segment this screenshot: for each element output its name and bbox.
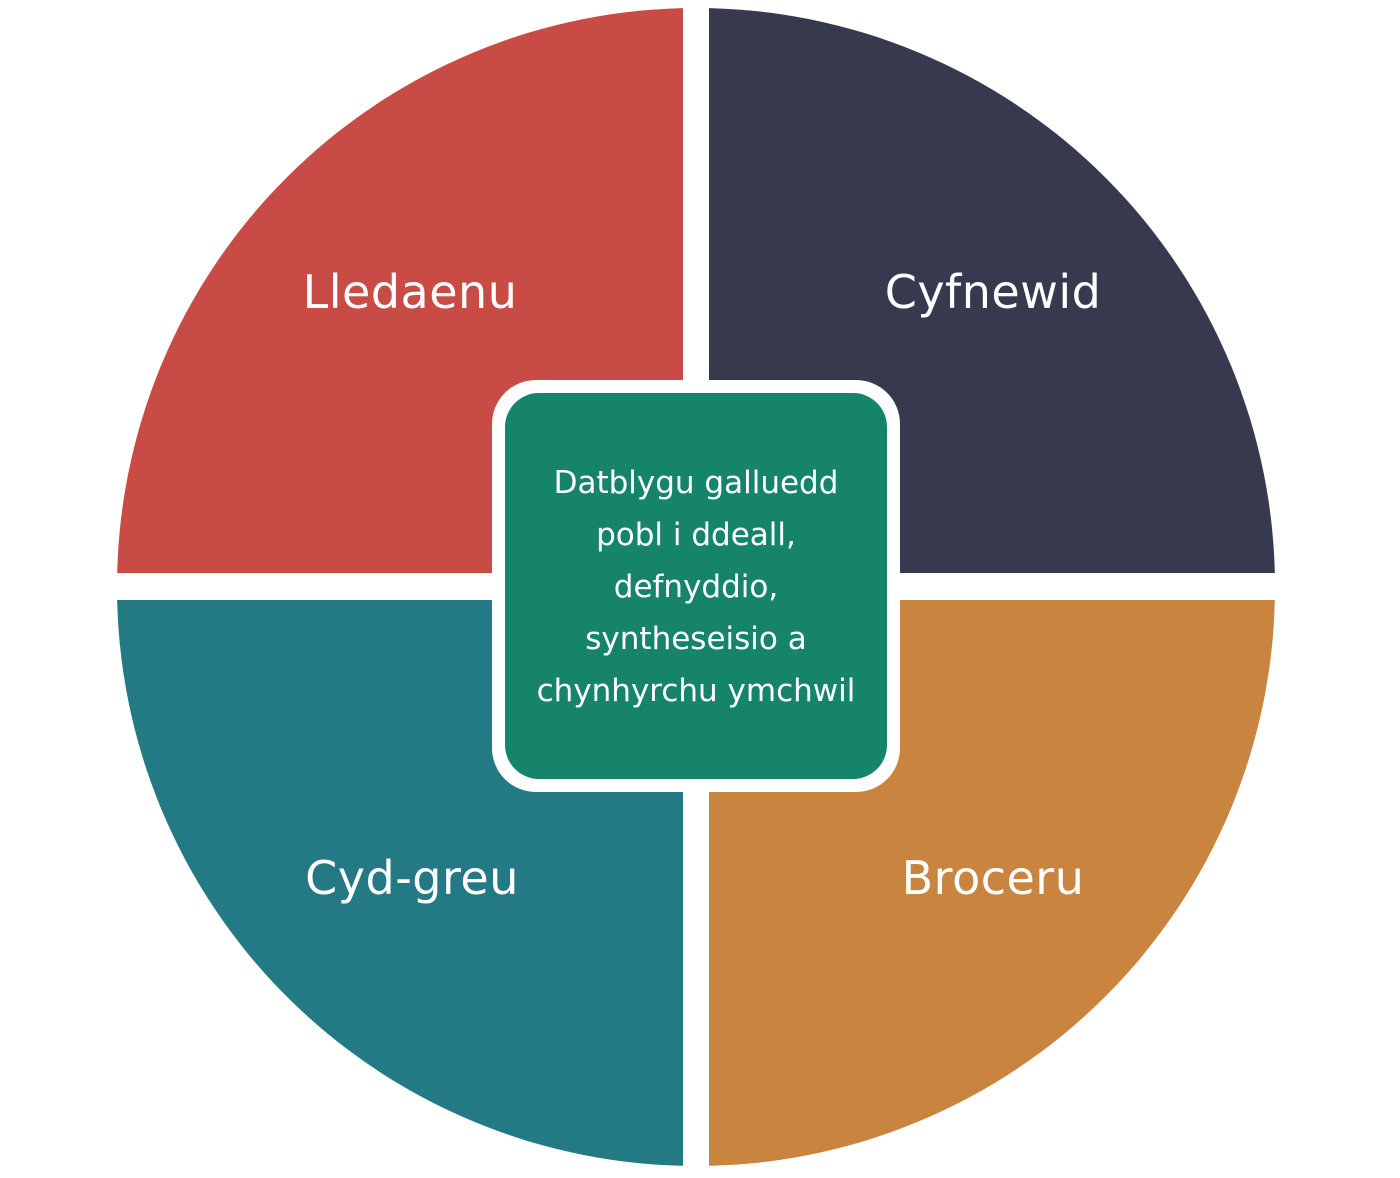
- quadrant-label-cyfnewid: Cyfnewid: [884, 265, 1102, 319]
- quadrant-label-lledaenu: Lledaenu: [302, 265, 518, 319]
- quadrant-label-cyd-greu: Cyd-greu: [305, 851, 519, 905]
- center-box: Datblygu galluedd pobl i ddeall, defnydd…: [492, 380, 900, 792]
- center-text: Datblygu galluedd pobl i ddeall, defnydd…: [505, 455, 887, 717]
- center-box-fill: Datblygu galluedd pobl i ddeall, defnydd…: [505, 393, 887, 779]
- center-text-line: chynhyrchu ymchwil: [536, 673, 856, 709]
- center-text-line: pobl i ddeall,: [596, 517, 796, 553]
- center-text-line: defnyddio,: [613, 569, 779, 605]
- center-text-line: Datblygu galluedd: [553, 465, 839, 501]
- center-text-line: syntheseisio a: [585, 621, 807, 657]
- quadrant-label-broceru: Broceru: [901, 851, 1085, 905]
